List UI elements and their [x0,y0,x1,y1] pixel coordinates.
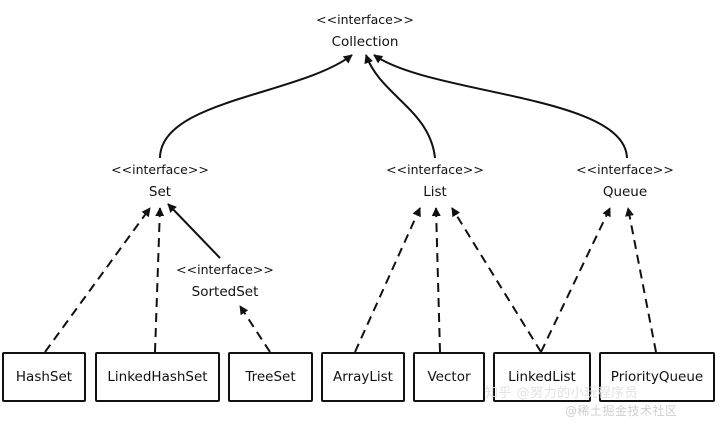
edge-linkedlist-implements-list [451,207,542,353]
vector-label: Vector [427,369,471,385]
edge-list-extends-collection [364,54,436,159]
edge-arraylist-implements-list [354,207,421,353]
edge-set-extends-collection [159,54,353,159]
collection-interface: <<interface>> Collection [305,12,425,50]
list-interface: <<interface>> List [385,162,485,200]
linkedlist-class-box: LinkedList [493,352,591,402]
edge-treeset-implements-sortedset [239,305,271,353]
priorityqueue-class-box: PriorityQueue [599,352,715,402]
hashset-label: HashSet [15,369,73,385]
arraylist-class-box: ArrayList [321,352,405,402]
linkedlist-label: LinkedList [508,369,576,385]
edge-priorityqueue-implements-queue [625,207,657,353]
vector-class-box: Vector [413,352,485,402]
sortedset-interface: <<interface>> SortedSet [170,262,280,300]
set-name: Set [148,184,172,200]
treeset-label: TreeSet [245,369,296,385]
watermark-line1: 知乎 @努力的小玩程序员 [485,386,639,401]
arraylist-label: ArrayList [333,369,393,385]
hashset-class-box: HashSet [2,352,86,402]
queue-stereotype: <<interface>> [576,162,674,177]
edge-sortedset-extends-set [167,203,221,259]
list-stereotype: <<interface>> [386,162,484,177]
collection-stereotype: <<interface>> [316,12,414,27]
treeset-class-box: TreeSet [228,352,313,402]
collection-name: Collection [331,34,399,50]
set-stereotype: <<interface>> [111,162,209,177]
linkedhashset-class-box: LinkedHashSet [95,352,220,402]
linkedhashset-label: LinkedHashSet [107,369,208,385]
watermark-line2: @稀土掘金技术社区 [565,404,678,418]
sortedset-name: SortedSet [191,284,259,300]
sortedset-stereotype: <<interface>> [176,262,274,277]
edge-hashset-implements-set [44,207,151,353]
list-name: List [423,184,447,200]
queue-name: Queue [602,184,648,200]
queue-interface: <<interface>> Queue [570,162,680,200]
edge-linkedhashset-implements-set [154,207,165,353]
edge-vector-implements-list [431,207,441,353]
edge-linkedlist-implements-queue [540,207,611,353]
priorityqueue-label: PriorityQueue [610,369,704,385]
edge-queue-extends-collection [373,54,628,159]
set-interface: <<interface>> Set [110,162,210,200]
